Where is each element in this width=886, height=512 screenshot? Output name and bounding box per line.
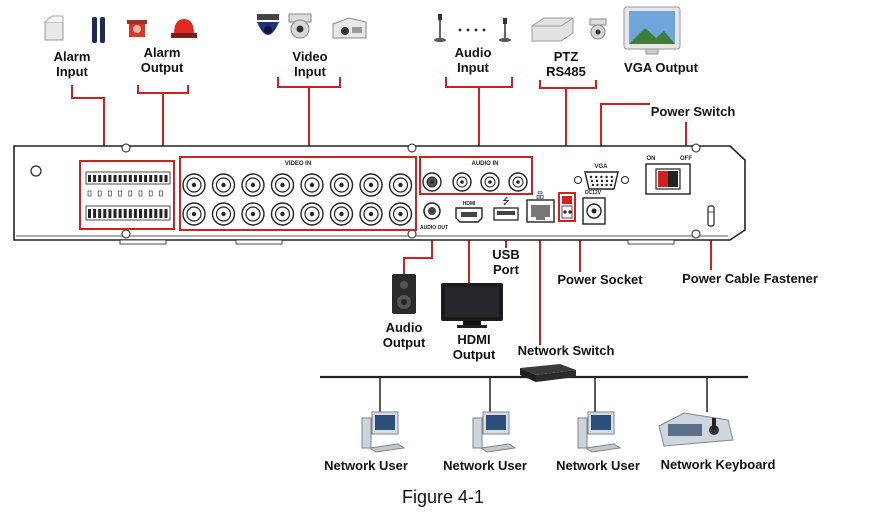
rca-connector-icon [422, 172, 442, 192]
audio-out-label: AUDIO OUT [420, 225, 448, 231]
hdmi-monitor-icon [441, 283, 503, 328]
bnc-connector-icon [241, 202, 265, 226]
alarm-input-devices [44, 15, 105, 43]
network-keyboard-label: Network Keyboard [661, 457, 776, 472]
vga-port: VGA [574, 164, 629, 190]
audio-out-port: AUDIO OUT [420, 202, 448, 231]
bnc-connector-icon [211, 202, 236, 226]
video-in-label: VIDEO IN [285, 161, 311, 167]
bnc-connector-icon [182, 173, 206, 197]
network-switch-label: Network Switch [518, 343, 615, 358]
network-user-label: Network User [556, 458, 640, 473]
alarm-output-devices [127, 19, 197, 38]
alarm-input-callout [71, 85, 105, 163]
computer-icon [361, 411, 406, 453]
network-symbol-icon: 品 [536, 191, 544, 200]
video-input-devices [257, 13, 367, 39]
power-socket: DC12V [582, 190, 606, 225]
power-switch-label: Power Switch [651, 104, 736, 119]
ir-detector-icon [92, 17, 105, 43]
alarm-output-callout [137, 85, 189, 94]
microphone-icon [499, 18, 511, 42]
vga-callout [600, 103, 650, 164]
dome-camera-icon [257, 14, 279, 35]
usb-port: ⭍ [493, 196, 519, 221]
bnc-connector-icon [359, 202, 383, 226]
bnc-connector-icon [329, 202, 354, 226]
hdmi-label: HDMI [463, 201, 476, 207]
box-camera-icon [332, 17, 367, 39]
microphone-icon [434, 14, 446, 42]
dvr-rear-panel: VIDEO IN AUDIO IN AUDIO OUT HDMI ⭍ [13, 143, 746, 245]
bnc-connector-icon [241, 173, 265, 197]
power-socket-label: Power Socket [557, 272, 643, 287]
audio-input-callout [445, 77, 513, 88]
vga-output-label: VGA Output [624, 60, 699, 75]
ptz-camera-icon [589, 18, 607, 40]
figure-caption: Figure 4-1 [401, 487, 485, 507]
bnc-connector-icon [211, 173, 236, 197]
network-user-label: Network User [443, 458, 527, 473]
off-label: OFF [680, 156, 692, 162]
usb-symbol-icon: ⭍ [502, 196, 510, 207]
network-keyboard-icon [658, 412, 734, 447]
hdmi-port: HDMI [455, 201, 483, 223]
alarm-light-icon [171, 19, 197, 38]
speaker-icon [392, 274, 416, 314]
rca-connector-icon [452, 172, 472, 192]
ptz-callout [539, 80, 597, 89]
bnc-connector-icon [270, 173, 295, 197]
power-cable-fastener-label: Power Cable Fastener [682, 271, 818, 286]
audio-in-label: AUDIO IN [472, 161, 499, 167]
network-switch-icon [520, 364, 576, 382]
bnc-connector-icon [359, 173, 383, 197]
audio-in-block: AUDIO IN [419, 156, 533, 195]
ptz-devices [531, 17, 607, 42]
bnc-connector-icon [388, 202, 413, 226]
computer-icon [472, 411, 517, 453]
power-switch: ON OFF [645, 156, 692, 195]
siren-icon [127, 20, 147, 37]
network-port: 品 [526, 191, 555, 223]
on-label: ON [647, 156, 656, 162]
cable-fastener [707, 205, 715, 227]
bnc-connector-icon [270, 202, 295, 226]
vga-label: VGA [594, 164, 608, 170]
door-sensor-icon [44, 15, 64, 41]
decoder-box-icon [531, 17, 574, 42]
video-in-block: VIDEO IN [179, 156, 417, 231]
vga-monitor-icon [623, 6, 681, 55]
bnc-connector-icon [300, 202, 324, 226]
ptz-camera-icon [288, 13, 312, 39]
audio-input-devices [434, 14, 511, 42]
rs485-terminal [558, 192, 576, 222]
bnc-connector-icon [182, 202, 206, 226]
bnc-connector-icon [388, 173, 413, 197]
network-bus [320, 375, 748, 412]
alarm-terminal-block [79, 160, 175, 230]
bnc-connector-icon [329, 173, 354, 197]
screw-icon [30, 165, 42, 177]
dc12v-label: DC12V [585, 190, 602, 196]
rca-connector-icon [480, 172, 500, 192]
rca-connector-icon [508, 172, 528, 192]
computer-icon [577, 411, 622, 453]
bnc-connector-icon [300, 173, 324, 197]
network-user-label: Network User [324, 458, 408, 473]
